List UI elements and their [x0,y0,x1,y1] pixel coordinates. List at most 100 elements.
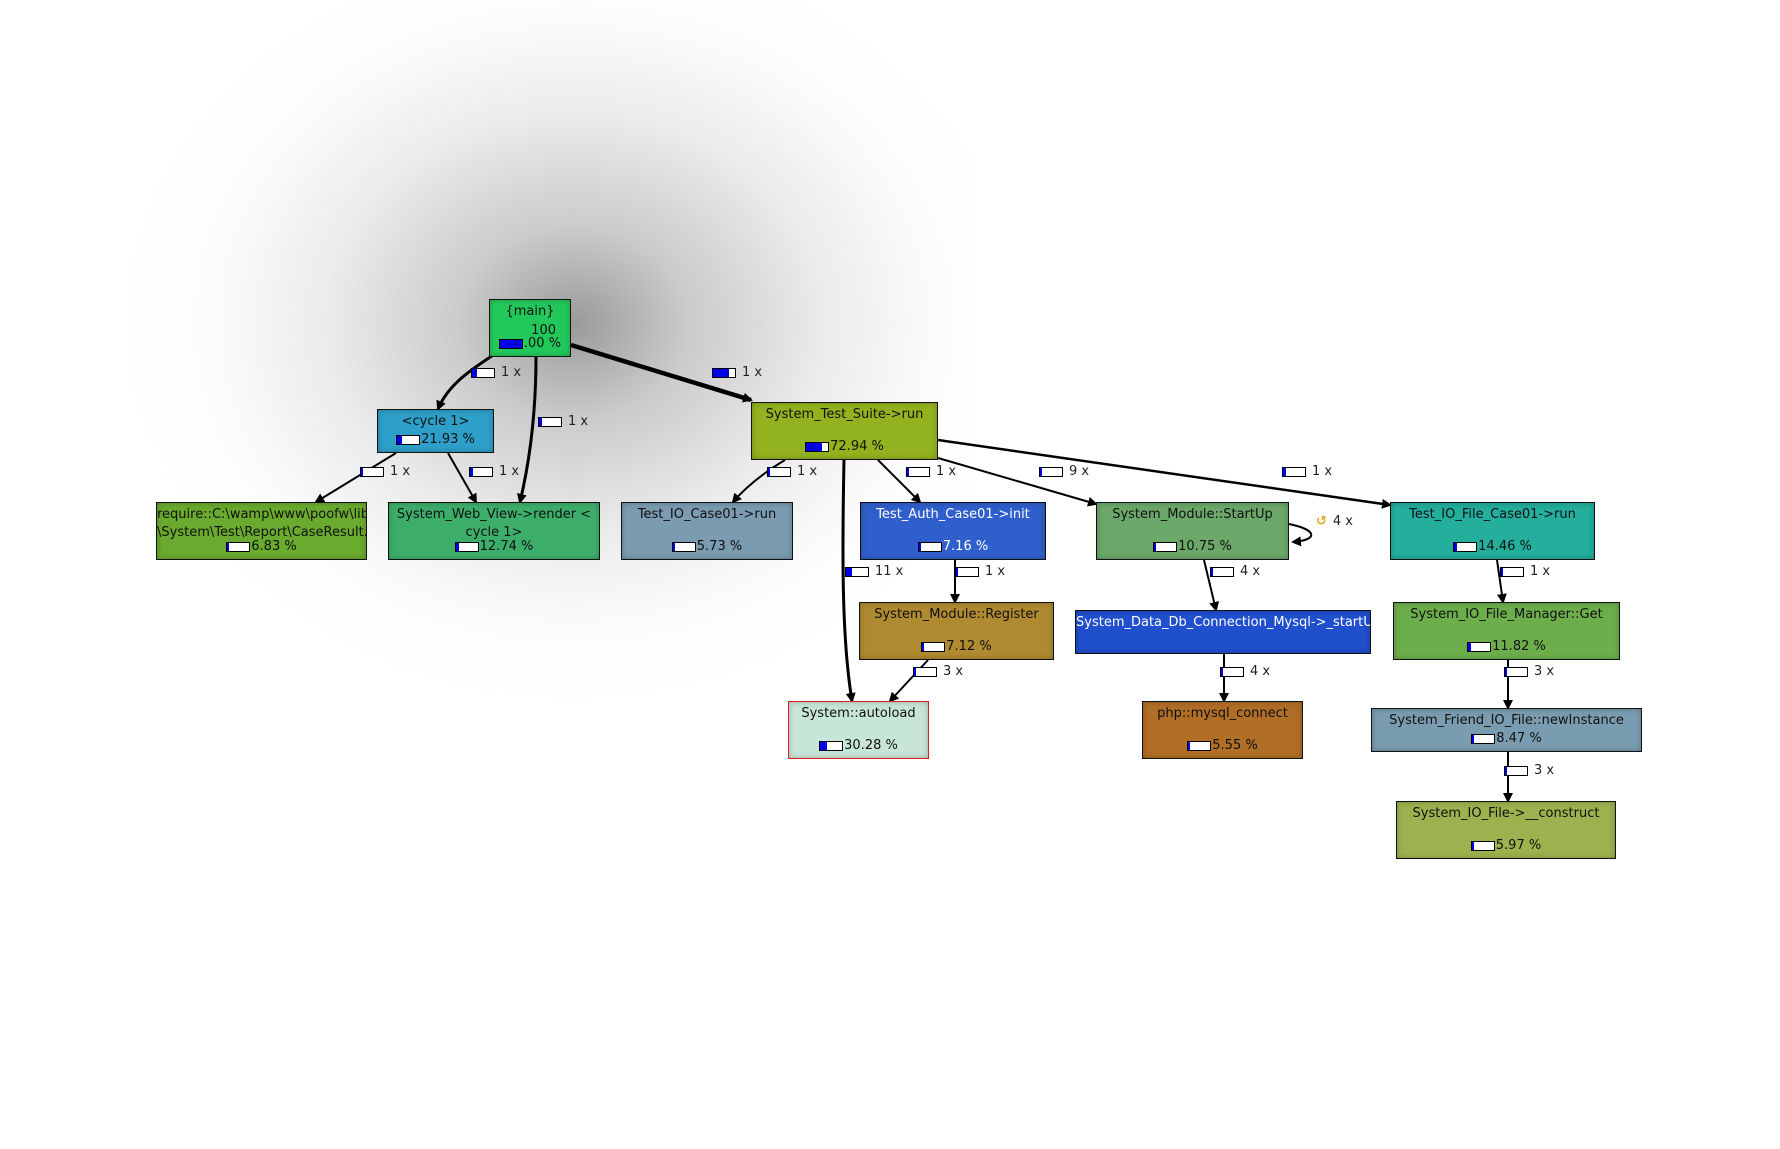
node-title: php::mysql_connect [1157,706,1288,721]
edge-cycle1-to-require[interactable] [314,452,397,504]
node-cycle1[interactable]: <cycle 1> 21.93 % [377,409,494,453]
node-require[interactable]: require::C:\wamp\www\poofw\lib\System\Te… [156,502,367,560]
node-title-line2: \System\Test\Report\CaseResult... [157,525,366,540]
node-dbconn[interactable]: System_Data_Db_Connection_Mysql->_startU… [1075,610,1371,654]
node-cost-bar [917,541,942,552]
node-cost: 14.46 % [1391,538,1594,556]
node-cost-bar [1467,641,1492,652]
edge-label: 1 x [1500,565,1550,579]
node-title: System_Module::StartUp [1112,507,1273,522]
edge-cost-bar [1500,566,1524,577]
edge-call-count: 1 x [390,464,411,479]
node-title: require::C:\wamp\www\poofw\lib [157,507,366,522]
node-percent: 5.55 % [1212,738,1258,753]
node-percent: 8.47 % [1496,731,1542,746]
node-cost-bar [1153,541,1178,552]
edge-call-count: 1 x [742,365,763,380]
edge-label: 1 x [469,465,519,479]
node-title: Test_IO_Case01->run [637,507,777,522]
edge-label: 1 x [360,465,410,479]
edge-startup-to-startup[interactable] [1288,523,1313,547]
node-cost: 30.28 % [789,737,928,755]
edge-call-count: 9 x [1069,464,1090,479]
edge-call-count: 1 x [499,464,520,479]
edge-cost-bar [1504,765,1528,776]
edge-cost-bar [913,666,937,677]
edge-cost-bar [1210,566,1234,577]
edge-suite-to-startup[interactable] [937,457,1098,507]
edge-suite-to-iocase[interactable] [731,459,786,504]
edge-call-count: 4 x [1240,564,1261,579]
node-inclusive-value: 100 [531,323,556,338]
node-title: {main} [505,304,555,319]
edge-suite-to-auth[interactable] [877,459,922,504]
node-cost-bar [454,541,479,552]
edge-call-count: 1 x [936,464,957,479]
node-cost: 5.97 % [1397,837,1615,855]
node-webview[interactable]: System_Web_View->render < cycle 1>12.74 % [388,502,600,560]
edge-startup-to-dbconn[interactable] [1203,559,1219,612]
node-percent: 14.46 % [1478,539,1532,554]
edge-call-count: 1 x [1312,464,1333,479]
node-main[interactable]: {main}100.00 % [489,299,571,357]
node-cost: 5.55 % [1143,737,1302,755]
edge-call-count: 4 x [1250,664,1271,679]
edge-label: 1 x [767,465,817,479]
node-cost: 72.94 % [752,438,937,456]
edge-call-count: 3 x [1534,664,1555,679]
edge-suite-to-iofilecase[interactable] [937,438,1392,509]
node-title: System_Web_View->render < [396,507,592,522]
node-percent: 21.93 % [421,432,475,447]
edge-cost-bar [1220,666,1244,677]
node-cost-bar [1470,840,1495,851]
node-cost: 12.74 % [389,538,599,556]
edge-iofilecase-to-filemgr[interactable] [1496,559,1507,604]
edge-call-count: 4 x [1332,514,1354,529]
edge-cost-bar [845,566,869,577]
node-title: <cycle 1> [401,414,470,429]
node-auth[interactable]: Test_Auth_Case01->init 7.16 % [860,502,1046,560]
node-cost: 7.16 % [861,538,1045,556]
node-title: System::autoload [801,706,916,721]
edge-label: 4 x [1220,665,1270,679]
node-percent: 7.16 % [942,539,989,554]
node-cost-bar [921,641,946,652]
edge-label: 1 x [955,565,1005,579]
edge-label: 1 x [471,366,521,380]
edge-suite-to-autoload[interactable] [841,459,856,703]
node-percent: 5.97 % [1495,838,1542,853]
edge-main-to-suite[interactable] [570,342,753,403]
node-cost-bar [819,740,844,751]
node-title: Test_Auth_Case01->init [876,507,1030,522]
edge-cycle1-to-webview[interactable] [447,452,477,504]
node-percent: 11.82 % [1492,639,1546,654]
node-title: System_IO_File_Manager::Get [1410,607,1603,622]
node-percent: 6.83 % [251,539,297,554]
edge-cost-bar [1282,466,1306,477]
edge-cost-bar [538,416,562,427]
node-cost: 11.82 % [1394,638,1619,656]
edge-label: 1 x [906,465,956,479]
node-iocase[interactable]: Test_IO_Case01->run 5.73 % [621,502,793,560]
edge-label: ↺4 x [1316,515,1353,529]
edge-call-count: 1 x [797,464,818,479]
edge-call-count: 1 x [568,414,589,429]
node-percent: 30.28 % [844,738,898,753]
edge-cost-bar [360,466,384,477]
edge-main-to-webview[interactable] [516,356,538,504]
node-cost: 10.75 % [1097,538,1288,556]
node-title-line2: cycle 1> [465,525,523,540]
node-cost: 5.73 % [622,538,792,556]
edge-main-to-cycle1[interactable] [436,350,499,411]
edge-cost-bar [906,466,930,477]
